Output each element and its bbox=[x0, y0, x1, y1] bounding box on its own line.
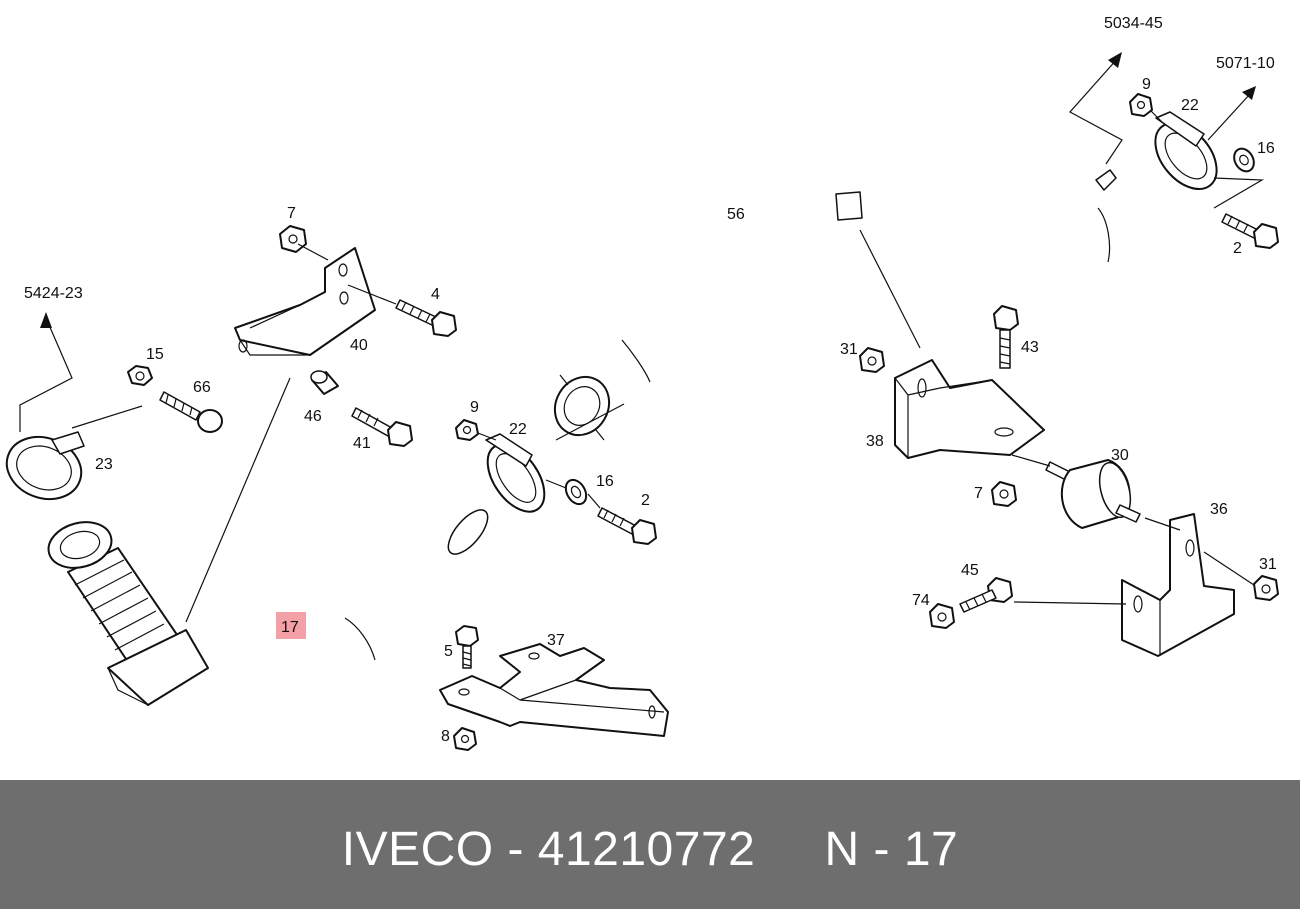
bracket-37 bbox=[439, 643, 669, 737]
part-23-label: 23 bbox=[95, 456, 113, 473]
arrow-5071-10 bbox=[1242, 86, 1256, 100]
exhaust-pipe-56 bbox=[553, 168, 1182, 441]
part-46-label: 46 bbox=[304, 408, 322, 425]
part-30-label: 30 bbox=[1111, 447, 1129, 464]
washer-16-top bbox=[1233, 147, 1255, 173]
nut-9-mid bbox=[455, 419, 479, 441]
part-22-top-label: 22 bbox=[1181, 97, 1199, 114]
bolt-2-top bbox=[1221, 213, 1279, 249]
part-17-label: 17 bbox=[281, 619, 299, 636]
footer-part-number-text: IVECO - 41210772 N - 17 bbox=[341, 823, 959, 876]
ref-5424-23-label: 5424-23 bbox=[24, 285, 83, 302]
exhaust-parts-diagram: 5034-45 5071-10 5424-23 9 22 16 2 56 7 4… bbox=[5, 15, 1279, 751]
pipe-17-bracket-block bbox=[107, 629, 209, 706]
bolt-2-mid bbox=[597, 507, 657, 545]
spacer-46 bbox=[310, 370, 339, 395]
part-7-mid-label: 7 bbox=[974, 485, 983, 502]
bolt-4 bbox=[395, 299, 457, 337]
pipe-56-tab bbox=[835, 191, 863, 221]
ref-5071-10-label: 5071-10 bbox=[1216, 55, 1275, 72]
nut-31-top bbox=[859, 347, 885, 373]
bracket-36 bbox=[1121, 513, 1235, 657]
part-15-label: 15 bbox=[146, 346, 164, 363]
part-36-label: 36 bbox=[1210, 501, 1228, 518]
part-16-top-label: 16 bbox=[1257, 140, 1275, 157]
bolt-43 bbox=[993, 305, 1019, 369]
part-41-label: 41 bbox=[353, 435, 371, 452]
bolt-66 bbox=[159, 391, 223, 433]
nut-9-top bbox=[1129, 93, 1153, 117]
rubber-mount-30 bbox=[1045, 459, 1141, 529]
nut-7-mid bbox=[991, 481, 1017, 507]
nut-31-right bbox=[1253, 575, 1279, 601]
part-4-label: 4 bbox=[431, 286, 440, 303]
bracket-40 bbox=[234, 247, 376, 356]
bracket-38 bbox=[894, 359, 1045, 459]
part-56-label: 56 bbox=[727, 206, 745, 223]
part-16-mid-label: 16 bbox=[596, 473, 614, 490]
part-40-label: 40 bbox=[350, 337, 368, 354]
arrow-5424-23 bbox=[40, 312, 52, 328]
clamp-23 bbox=[5, 431, 85, 501]
part-31-right-label: 31 bbox=[1259, 556, 1277, 573]
part-66-label: 66 bbox=[193, 379, 211, 396]
part-2-top-label: 2 bbox=[1233, 240, 1242, 257]
nut-7-top bbox=[279, 225, 307, 253]
part-38-label: 38 bbox=[866, 433, 884, 450]
part-17-highlight bbox=[276, 612, 306, 639]
part-45-label: 45 bbox=[961, 562, 979, 579]
part-7-top-label: 7 bbox=[287, 205, 296, 222]
part-31-top-label: 31 bbox=[840, 341, 858, 358]
part-37-label: 37 bbox=[547, 632, 565, 649]
part-number-footer: IVECO - 41210772 N - 17 bbox=[0, 780, 1300, 909]
clamp-22-top bbox=[1154, 111, 1218, 190]
part-9-top-label: 9 bbox=[1142, 76, 1151, 93]
leader-lines bbox=[19, 52, 1265, 623]
nut-15 bbox=[127, 365, 153, 386]
washer-16-mid bbox=[564, 478, 588, 506]
part-74-label: 74 bbox=[912, 592, 930, 609]
nut-74 bbox=[929, 603, 955, 629]
part-2-mid-label: 2 bbox=[641, 492, 650, 509]
part-22-mid-label: 22 bbox=[509, 421, 527, 438]
part-9-mid-label: 9 bbox=[470, 399, 479, 416]
bolt-41 bbox=[351, 407, 413, 447]
bolt-45 bbox=[959, 577, 1013, 613]
arrow-5034-45 bbox=[1108, 52, 1122, 68]
exhaust-pipe-17 bbox=[47, 507, 493, 749]
part-5-label: 5 bbox=[444, 643, 453, 660]
ref-5034-45-label: 5034-45 bbox=[1104, 15, 1163, 32]
clamp-22-mid bbox=[485, 433, 546, 513]
part-8-label: 8 bbox=[441, 728, 450, 745]
part-labels: 5034-45 5071-10 5424-23 9 22 16 2 56 7 4… bbox=[24, 15, 1277, 745]
flex-hose-inlet bbox=[47, 521, 113, 569]
nut-8 bbox=[453, 727, 477, 751]
part-43-label: 43 bbox=[1021, 339, 1039, 356]
bolt-5 bbox=[455, 625, 479, 669]
